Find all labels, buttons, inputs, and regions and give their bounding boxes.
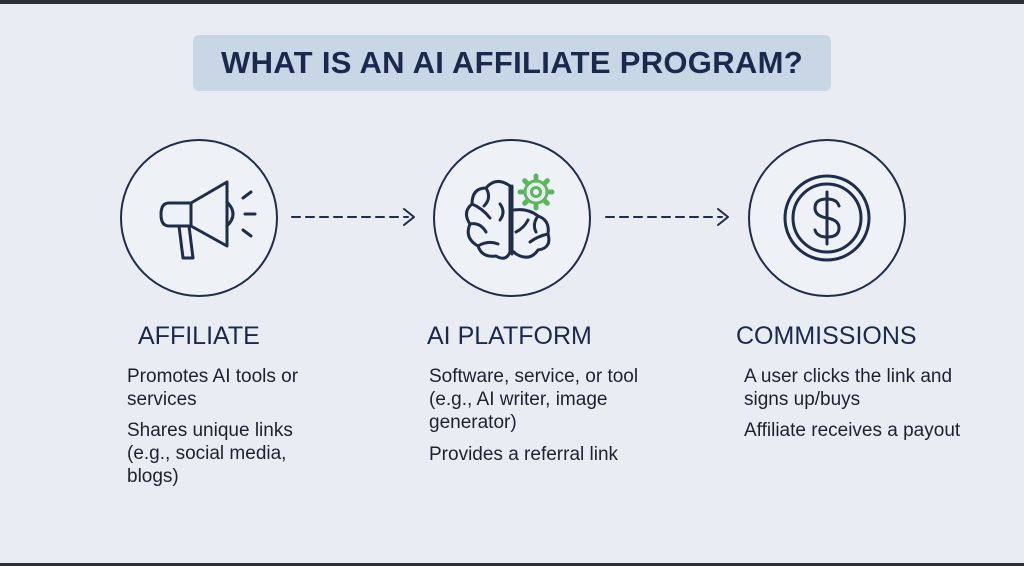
ai-platform-heading: AI PLATFORM <box>427 322 592 350</box>
dollar-coin-icon <box>783 174 871 262</box>
flow-arrow-1 <box>291 208 415 226</box>
ai-platform-desc-1: Software, service, or tool (e.g., AI wri… <box>429 366 639 433</box>
affiliate-desc-2: Shares unique links (e.g., social media,… <box>127 420 293 487</box>
affiliate-desc-1: Promotes AI tools or services <box>127 366 299 410</box>
affiliate-circle <box>120 139 278 297</box>
flow-arrow-2 <box>605 208 729 226</box>
brain-gear-icon <box>465 173 555 260</box>
commissions-heading: COMMISSIONS <box>736 322 917 350</box>
affiliate-heading: AFFILIATE <box>138 322 260 350</box>
commissions-circle <box>748 139 906 297</box>
ai-platform-desc-2: Provides a referral link <box>429 444 619 465</box>
commissions-desc-1: A user clicks the link and signs up/buys <box>744 366 953 410</box>
title-banner: WHAT IS AN AI AFFILIATE PROGRAM? <box>193 35 831 91</box>
top-border <box>0 0 1024 4</box>
page-title: WHAT IS AN AI AFFILIATE PROGRAM? <box>221 45 803 80</box>
ai-platform-circle <box>433 139 591 297</box>
bottom-border <box>0 563 1024 566</box>
megaphone-icon <box>159 180 257 260</box>
commissions-desc-2: Affiliate receives a payout <box>744 420 961 441</box>
